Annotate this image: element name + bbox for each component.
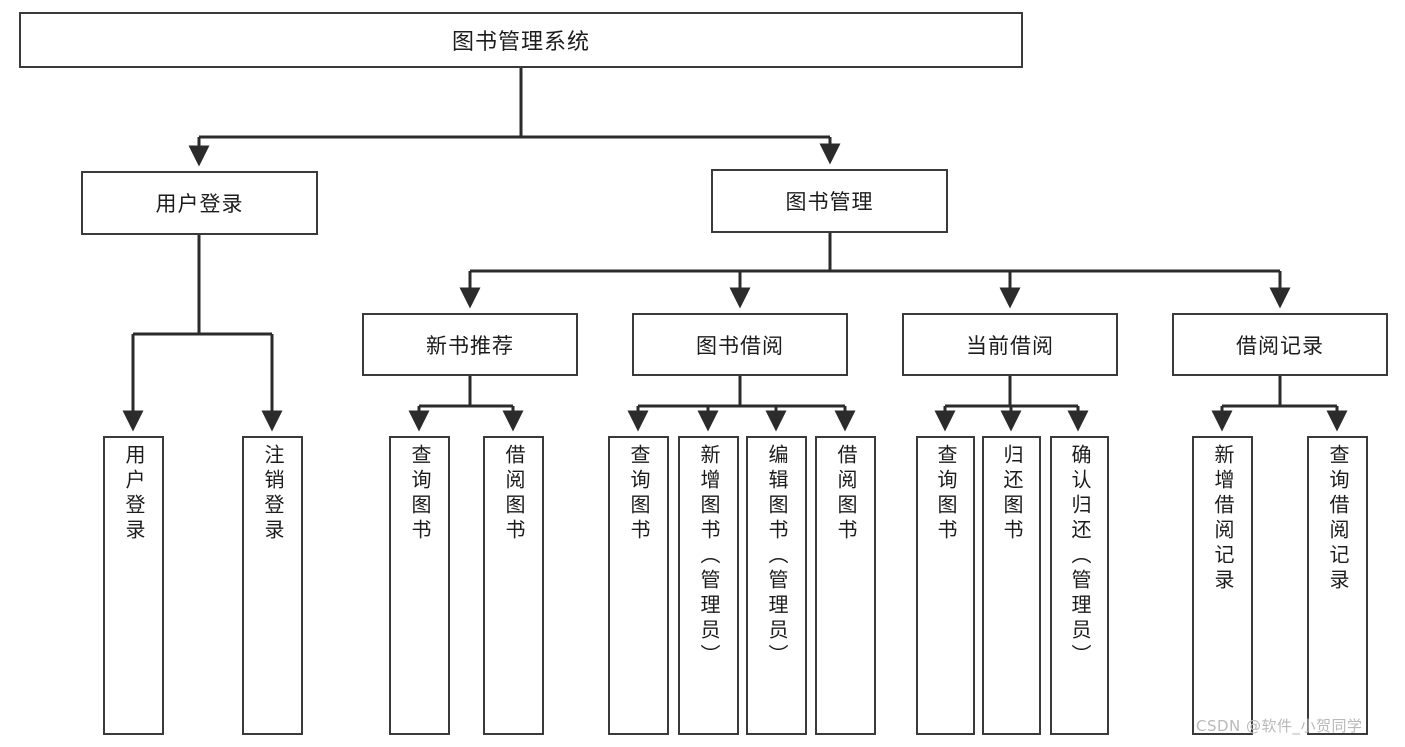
node-leaf-query-book-2[interactable]: 查询图书 (608, 436, 669, 735)
node-current-borrow-label: 当前借阅 (966, 333, 1054, 358)
node-leaf-add-book-label: 新增图书（管理员） (697, 444, 721, 669)
node-leaf-logout-label: 注销登录 (261, 444, 285, 544)
node-leaf-user-login[interactable]: 用户登录 (103, 436, 164, 735)
node-leaf-add-book[interactable]: 新增图书（管理员） (678, 436, 739, 735)
node-leaf-borrow-book-2-label: 借阅图书 (834, 444, 858, 544)
node-new-book-rec[interactable]: 新书推荐 (362, 313, 578, 376)
node-borrow-record-label: 借阅记录 (1236, 333, 1324, 358)
node-leaf-query-book-2-label: 查询图书 (627, 444, 651, 544)
watermark-text: CSDN @软件_小贺同学 (1196, 717, 1363, 735)
node-leaf-add-record[interactable]: 新增借阅记录 (1192, 436, 1253, 735)
node-leaf-confirm-return[interactable]: 确认归还（管理员） (1050, 436, 1109, 735)
node-book-borrow[interactable]: 图书借阅 (632, 313, 848, 376)
node-borrow-record[interactable]: 借阅记录 (1172, 313, 1388, 376)
node-book-manage[interactable]: 图书管理 (711, 169, 948, 233)
node-user-login-label: 用户登录 (155, 192, 244, 216)
node-leaf-borrow-book-1-label: 借阅图书 (502, 444, 526, 544)
node-root-label: 图书管理系统 (451, 30, 590, 55)
node-book-manage-label: 图书管理 (785, 190, 874, 214)
node-leaf-query-book-3[interactable]: 查询图书 (916, 436, 975, 735)
node-leaf-return-book[interactable]: 归还图书 (982, 436, 1041, 735)
node-leaf-confirm-return-label: 确认归还（管理员） (1068, 444, 1092, 669)
node-new-book-rec-label: 新书推荐 (426, 333, 514, 358)
node-current-borrow[interactable]: 当前借阅 (902, 313, 1118, 376)
node-leaf-query-book-3-label: 查询图书 (934, 444, 958, 544)
node-root[interactable]: 图书管理系统 (19, 12, 1023, 68)
node-leaf-query-book-1-label: 查询图书 (408, 444, 432, 544)
node-leaf-edit-book[interactable]: 编辑图书（管理员） (746, 436, 807, 735)
node-book-borrow-label: 图书借阅 (696, 333, 784, 358)
node-leaf-query-record-label: 查询借阅记录 (1326, 444, 1350, 594)
node-leaf-user-login-label: 用户登录 (122, 444, 146, 544)
node-leaf-query-book-1[interactable]: 查询图书 (389, 436, 450, 735)
node-user-login[interactable]: 用户登录 (81, 171, 318, 235)
node-leaf-edit-book-label: 编辑图书（管理员） (765, 444, 789, 669)
node-leaf-borrow-book-2[interactable]: 借阅图书 (815, 436, 876, 735)
node-leaf-query-record[interactable]: 查询借阅记录 (1307, 436, 1368, 735)
node-leaf-borrow-book-1[interactable]: 借阅图书 (483, 436, 544, 735)
node-leaf-add-record-label: 新增借阅记录 (1211, 444, 1235, 594)
node-leaf-return-book-label: 归还图书 (1000, 444, 1024, 544)
node-leaf-logout[interactable]: 注销登录 (242, 436, 303, 735)
